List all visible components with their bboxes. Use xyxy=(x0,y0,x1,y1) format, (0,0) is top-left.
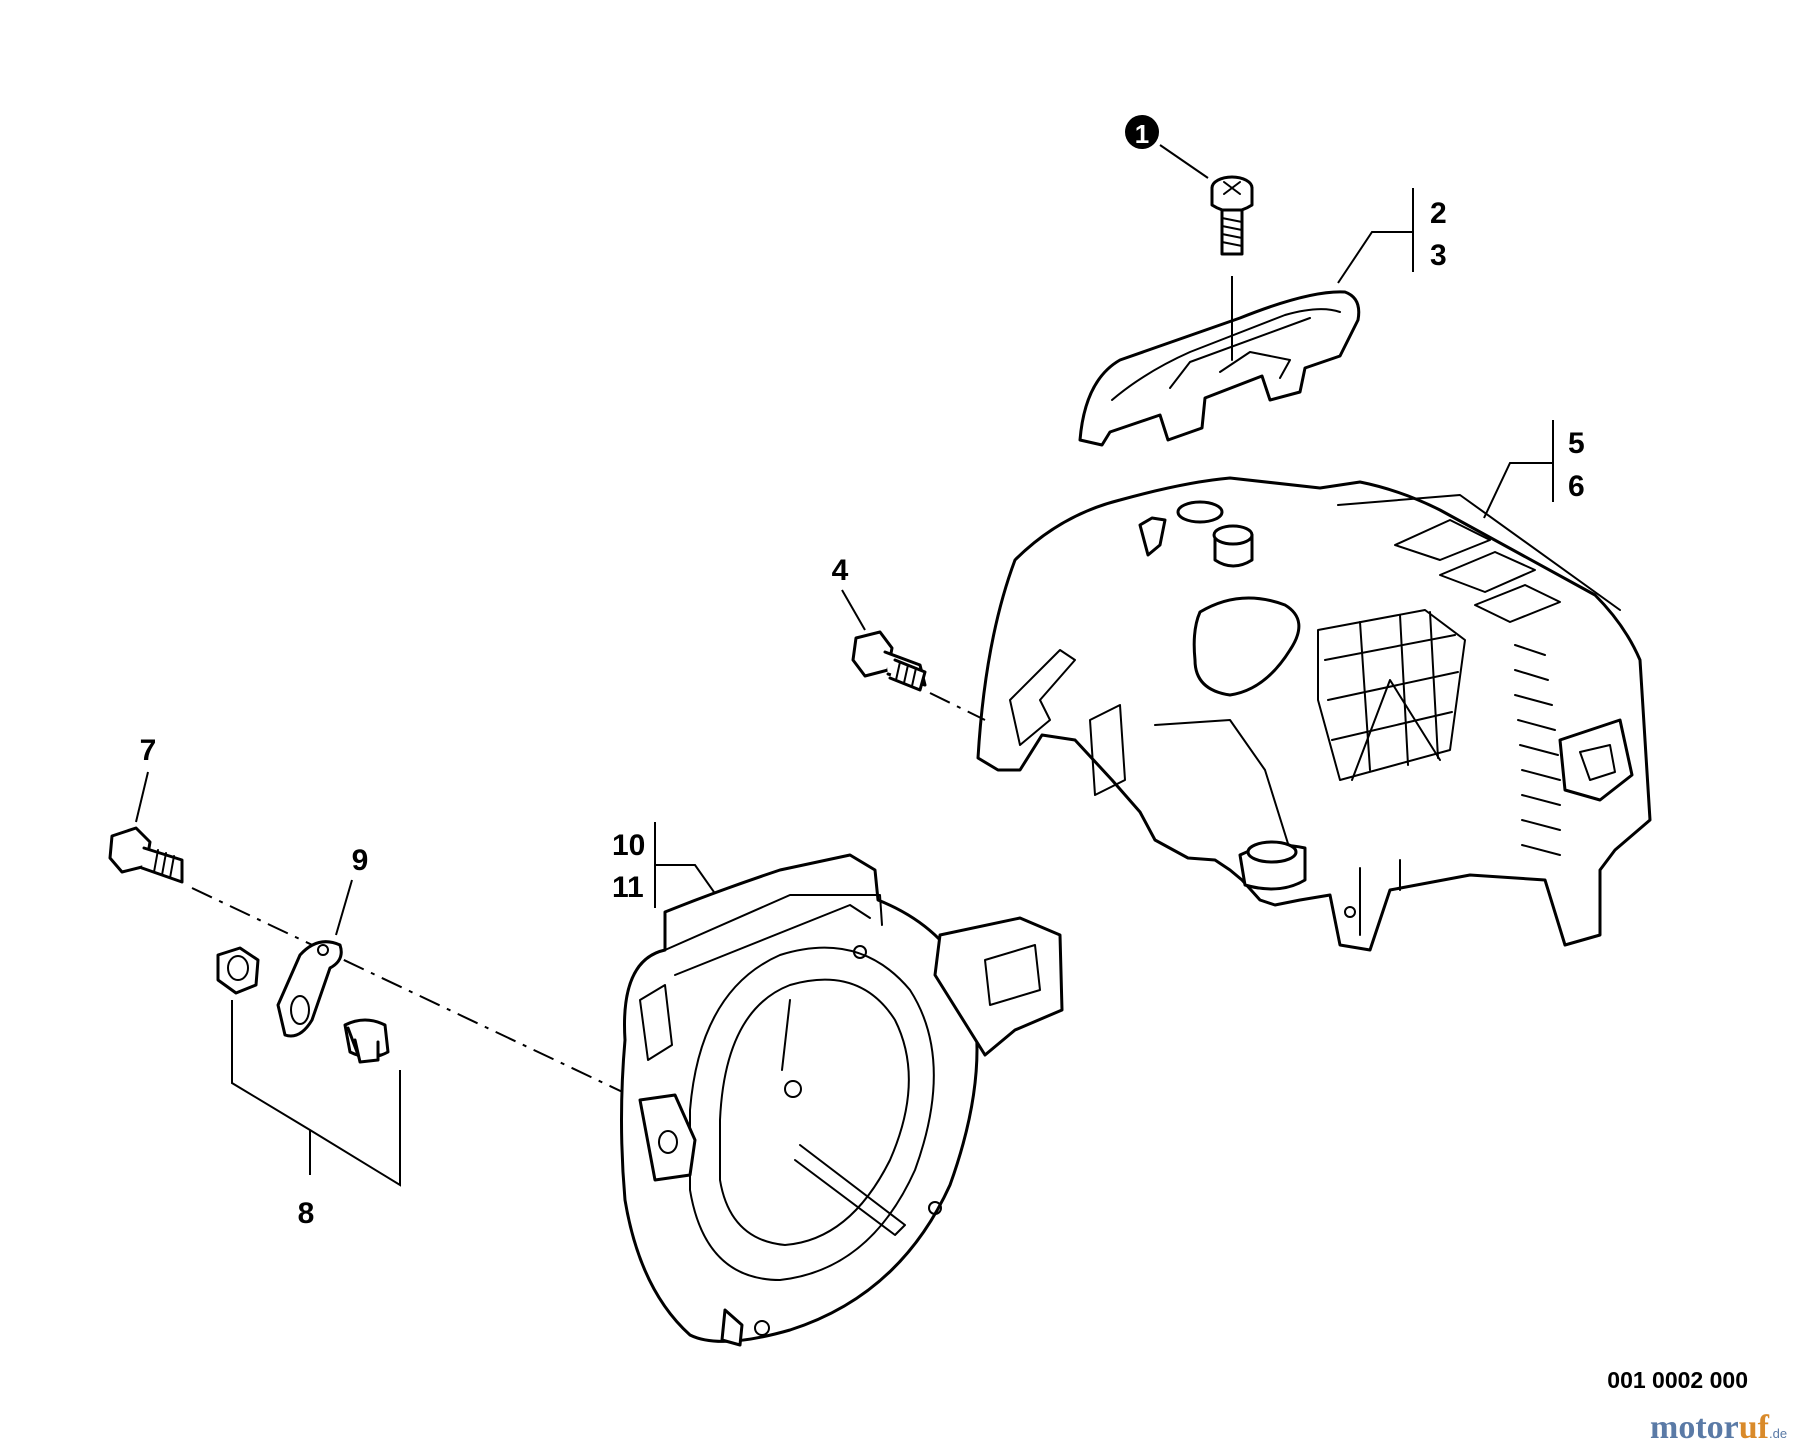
callout-6-label: 6 xyxy=(1568,470,1585,503)
watermark-suffix: .de xyxy=(1769,1426,1787,1441)
watermark-logo: motoruf.de xyxy=(1650,1409,1787,1444)
callout-9: 9 xyxy=(335,844,369,936)
callout-4: 4 xyxy=(832,554,866,631)
watermark-accent: uf xyxy=(1739,1409,1770,1444)
top-screw xyxy=(1210,175,1254,256)
callout-8: 8 xyxy=(231,1000,401,1230)
mounting-axis-line xyxy=(191,887,651,1106)
bolt-4-axis-line xyxy=(929,692,986,721)
callout-8-label: 8 xyxy=(298,1197,315,1230)
callout-7: 7 xyxy=(135,734,157,823)
nut-part-8 xyxy=(216,946,260,995)
watermark-main: motor xyxy=(1650,1409,1739,1444)
callout-2-label: 2 xyxy=(1430,197,1447,230)
callout-5-label: 5 xyxy=(1568,427,1585,460)
bolt-part-4 xyxy=(851,630,927,692)
small-top-cover xyxy=(1078,290,1361,447)
callout-3-label: 3 xyxy=(1430,239,1447,272)
callout-4-label: 4 xyxy=(832,554,849,587)
callout-10-11: 10 11 xyxy=(612,822,729,913)
callout-7-label: 7 xyxy=(140,734,157,767)
gasket-part-9 xyxy=(276,940,343,1038)
fitting-part-8 xyxy=(343,1018,390,1064)
reference-number: 001 0002 000 xyxy=(1607,1367,1748,1393)
leader-line-1 xyxy=(1159,144,1209,179)
svg-text:motoruf.de: motoruf.de xyxy=(1650,1409,1787,1444)
callout-5-6: 5 6 xyxy=(1483,420,1585,519)
callout-11-label: 11 xyxy=(612,871,644,904)
callout-1-label: 1 xyxy=(1135,119,1149,149)
fan-housing xyxy=(620,853,1064,1347)
callout-10-label: 10 xyxy=(612,829,645,862)
main-cylinder-cover xyxy=(976,476,1652,952)
callout-1: 1 xyxy=(1125,115,1159,149)
callout-2-3: 2 3 xyxy=(1337,188,1447,284)
callout-9-label: 9 xyxy=(352,844,369,877)
bolt-part-7 xyxy=(108,826,184,884)
